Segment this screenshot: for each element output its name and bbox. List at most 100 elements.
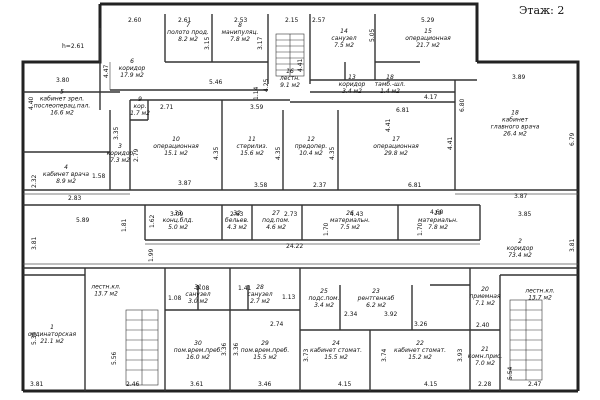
dim-label: 4.41 [447, 136, 454, 150]
dim-label: 2.73 [284, 211, 298, 218]
room-label-line: 21.1 м2 [40, 338, 64, 345]
dim-label: 4.40 [28, 96, 35, 110]
floor-title: Этаж: 2 [519, 4, 564, 17]
dim-label: 1.81 [121, 218, 128, 232]
dim-label: 2.15 [285, 17, 299, 24]
room-label-line: 3.0 м2 [188, 298, 208, 305]
room-label-line: 8 [238, 22, 242, 29]
room-label-line: материальн. [418, 217, 458, 224]
room-label-line: кабинет стомат. [310, 347, 362, 354]
dim-label: 2.60 [128, 17, 142, 24]
room-label-line: рентгенкаб [357, 295, 395, 302]
room-label-line: 7.8 м2 [230, 36, 250, 43]
room-label-line: 23 [372, 288, 380, 295]
room-label-line: 3.4 м2 [342, 88, 362, 95]
dim-label: 3.87 [178, 180, 192, 187]
room-label-line: подс.пом. [309, 295, 340, 302]
room-label-line: кабинет зрел. [40, 96, 84, 103]
room-label-line: 16.0 м2 [186, 354, 210, 361]
internal-walls [23, 14, 578, 391]
room-label-line: 29.8 м2 [384, 150, 408, 157]
dim-label: 2.32 [31, 174, 38, 188]
dim-label: 5.05 [369, 28, 376, 42]
ceiling-height-label: h=2.61 [62, 43, 84, 50]
room-label-line: коридор [119, 65, 146, 72]
room-label-line: 2 [518, 238, 522, 245]
dim-label: 1.62 [149, 214, 156, 228]
dim-label: 3.35 [113, 126, 120, 140]
dim-label: 3.26 [414, 321, 428, 328]
room-label-line: коридор [107, 150, 134, 157]
dim-label: 1.70 [417, 222, 424, 236]
dim-label: 4.35 [275, 146, 282, 160]
dim-label: 24.22 [286, 243, 303, 250]
room-label-line: тамб.-шл. [375, 81, 406, 88]
room-label-line: лестн.кл. [524, 288, 555, 295]
dim-label: 2.63 [230, 211, 244, 218]
dim-label: 3.46 [258, 381, 272, 388]
dim-label: 2.57 [312, 17, 326, 24]
room-label-line: 16 [286, 68, 294, 75]
room-label-line: материальн. [330, 217, 370, 224]
room-label-line: 6.2 м2 [366, 302, 386, 309]
dim-label: 1.13 [282, 294, 296, 301]
dim-label: 3.80 [56, 77, 70, 84]
dim-label: 1.70 [323, 222, 330, 236]
room-label-line: 7.0 м2 [475, 360, 495, 367]
room-label-line: коридор [507, 245, 534, 252]
room-label-line: 73.4 м2 [508, 252, 532, 259]
dim-label: 4.35 [213, 146, 220, 160]
dim-label: 3.74 [381, 348, 388, 362]
room-label-line: 3 [118, 143, 122, 150]
stairs-top [275, 33, 305, 77]
room-label-line: кабинет врача [43, 171, 89, 178]
room-label-line: 24 [332, 340, 340, 347]
dim-label: 5.89 [76, 217, 90, 224]
dim-label: 5.29 [421, 17, 435, 24]
room-label-line: коридор [339, 81, 366, 88]
room-label-line: приемная [469, 293, 500, 300]
room-label-line: 5 [60, 89, 64, 96]
room-label-line: 7.5 м2 [334, 42, 354, 49]
room-label-line: 7.8 м2 [428, 224, 448, 231]
room-label-line: 13.7 м2 [528, 295, 552, 302]
room-label-line: 10 [172, 136, 180, 143]
dim-label: 6.81 [396, 107, 410, 114]
room-label-line: 6 [130, 58, 134, 65]
dimensions-vertical: 4.47 3.15 3.17 4.40 3.35 2.79 4.35 4.35 … [28, 28, 576, 380]
room-label-line: 17 [392, 136, 400, 143]
room-label-line: 11 [248, 136, 256, 143]
room-label-line: лестн.кл. [90, 284, 121, 291]
room-label-line: операционная [373, 143, 419, 150]
room-label-line: стерилиз. [236, 143, 267, 150]
dim-label: 6.81 [408, 182, 422, 189]
room-label-line: операционная [405, 35, 451, 42]
dim-label: 6.80 [459, 98, 466, 112]
room-label-line: 4 [64, 164, 68, 171]
room-label-line: 14 [340, 28, 348, 35]
dim-label: 2.46 [126, 381, 140, 388]
room-label-line: 5.0 м2 [168, 224, 188, 231]
room-label-line: 21.7 м2 [416, 42, 440, 49]
dim-label: 3.89 [512, 74, 526, 81]
dim-label: 4.41 [297, 58, 304, 72]
room-label-line: 4.3 м2 [227, 224, 247, 231]
room-label-line: 1.4 м2 [380, 88, 400, 95]
dim-label: 3.73 [303, 348, 310, 362]
room-label-line: 10.4 м2 [299, 150, 323, 157]
room-label-line: 32 [233, 210, 241, 217]
